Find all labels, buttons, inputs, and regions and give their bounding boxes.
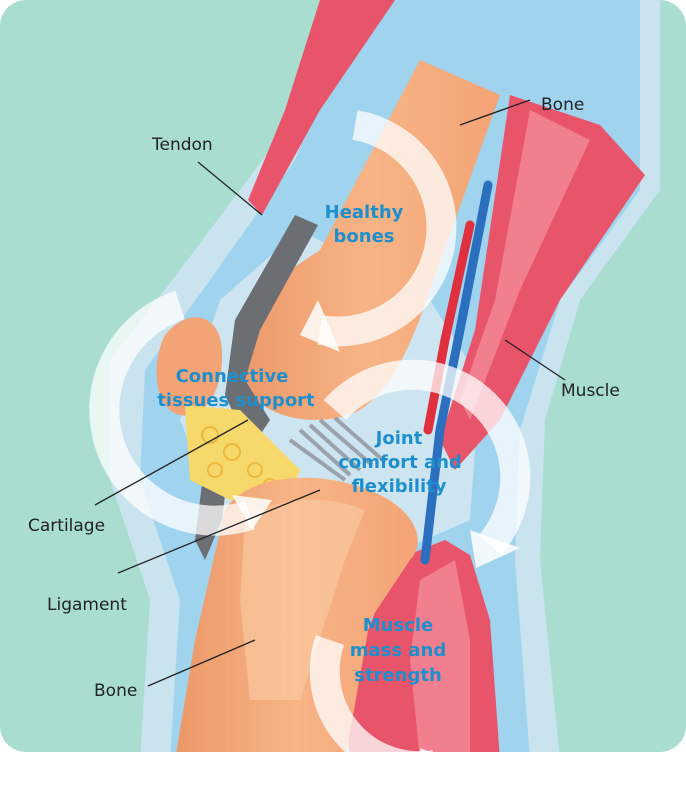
caption-muscle-mass-line3: strength: [354, 665, 442, 686]
caption-connective-line1: Connective: [176, 366, 289, 387]
label-bone-top: Bone: [541, 95, 584, 115]
caption-muscle-mass-line2: mass and: [350, 640, 446, 661]
caption-muscle-mass-line1: Muscle: [363, 615, 434, 636]
caption-joint-line3: flexibility: [351, 476, 446, 497]
caption-healthy-bones-line1: Healthy: [325, 202, 404, 223]
label-cartilage: Cartilage: [28, 516, 105, 536]
label-ligament: Ligament: [47, 595, 127, 615]
caption-joint-line1: Joint: [374, 428, 423, 449]
caption-joint-line2: comfort and: [338, 452, 462, 473]
caption-muscle-mass: Muscle mass and strength: [350, 615, 446, 686]
label-tendon: Tendon: [151, 135, 213, 155]
label-bone-bottom: Bone: [94, 681, 137, 701]
caption-healthy-bones-line2: bones: [334, 226, 395, 247]
caption-connective-line2: tissues support: [157, 390, 315, 411]
label-muscle: Muscle: [561, 381, 620, 401]
